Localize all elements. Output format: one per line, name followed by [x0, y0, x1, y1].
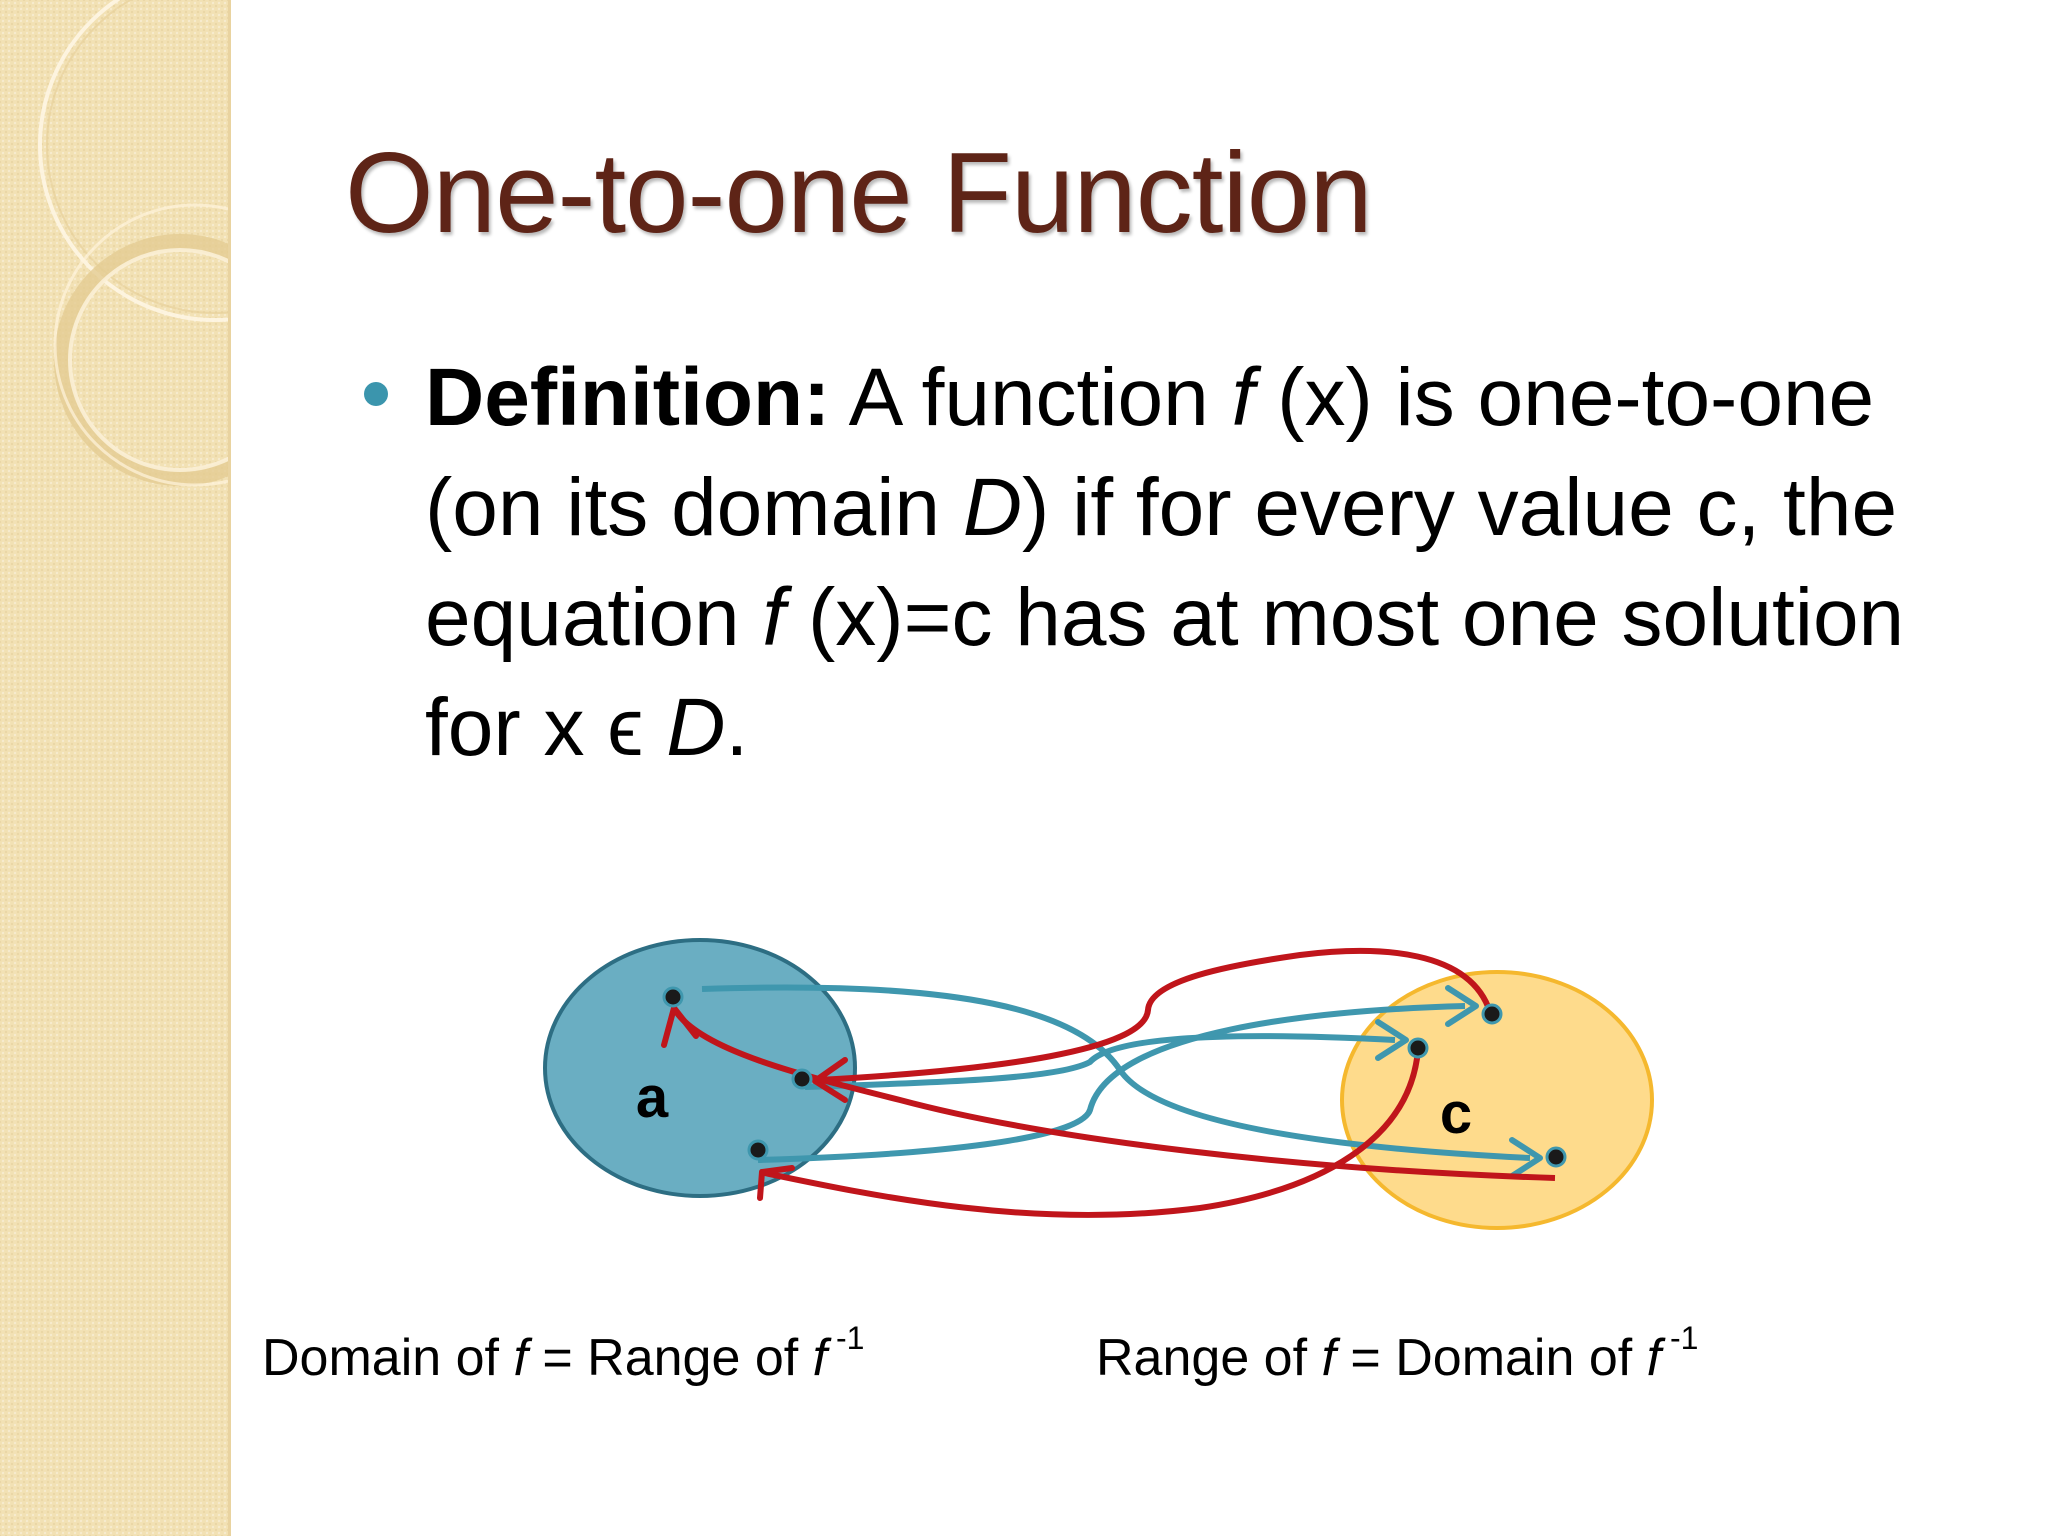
- inverse-mapping-arrow: [759, 1049, 1421, 1218]
- definition-part-1: A function: [830, 352, 1232, 443]
- domain-point: [791, 1068, 813, 1090]
- decorative-rings-icon: [38, 0, 228, 487]
- definition-part-5: .: [725, 682, 749, 773]
- domain-symbol: D: [962, 462, 1023, 553]
- arrowhead-icon: [1509, 1137, 1543, 1179]
- range-caption: Range of f = Domain of f -1: [1096, 1322, 1698, 1388]
- caption-text: = Range of: [527, 1329, 813, 1387]
- inverse-mapping-arrow: [672, 1008, 1556, 1181]
- domain-set: [543, 938, 857, 1198]
- caption-text: Domain of: [262, 1329, 514, 1387]
- definition-part-4: (x)=c has at most one solution for x ϵ: [425, 572, 1905, 773]
- caption-text: = Domain of: [1335, 1329, 1647, 1387]
- page-title: One-to-one Function: [345, 130, 1373, 257]
- range-point: [1407, 1037, 1429, 1059]
- definition-label: Definition:: [425, 352, 831, 443]
- definition-part-3: ) if for every value c, the equation: [425, 462, 1898, 663]
- domain-symbol: D: [666, 682, 726, 773]
- domain-point: [662, 986, 684, 1008]
- inverse-mapping-arrow: [817, 947, 1493, 1083]
- function-symbol: f: [1321, 1329, 1336, 1387]
- arrowhead-icon: [1375, 1019, 1409, 1061]
- domain-caption: Domain of f = Range of f -1: [262, 1322, 864, 1388]
- inverse-exponent: -1: [1661, 1320, 1699, 1356]
- range-point: [1545, 1146, 1567, 1168]
- range-set: [1340, 970, 1654, 1230]
- arrowhead-icon: [1445, 985, 1479, 1027]
- range-set-label: c: [1440, 1081, 1472, 1146]
- f-mapping-arrow: [804, 1033, 1396, 1090]
- inverse-function-symbol: f: [812, 1329, 828, 1387]
- definition-text: Definition: A function f (x) is one-to-o…: [425, 343, 1985, 783]
- function-symbol: f: [762, 572, 786, 663]
- bullet-icon: [364, 382, 388, 406]
- domain-set-label: a: [636, 1065, 669, 1130]
- inverse-function-symbol: f: [1646, 1329, 1662, 1387]
- range-point: [1481, 1003, 1503, 1025]
- arrowhead-icon: [757, 1165, 795, 1201]
- arrowhead-icon: [661, 1005, 699, 1048]
- caption-text: Range of: [1096, 1329, 1322, 1387]
- function-symbol: f: [513, 1329, 528, 1387]
- definition-part-2: (x) is one-to-one (on its domain: [425, 352, 1875, 553]
- f-mapping-arrow: [757, 1003, 1466, 1163]
- domain-point: [747, 1139, 769, 1161]
- function-symbol: f: [1231, 352, 1255, 443]
- decorative-sidebar: [0, 0, 231, 1536]
- inverse-exponent: -1: [827, 1320, 865, 1356]
